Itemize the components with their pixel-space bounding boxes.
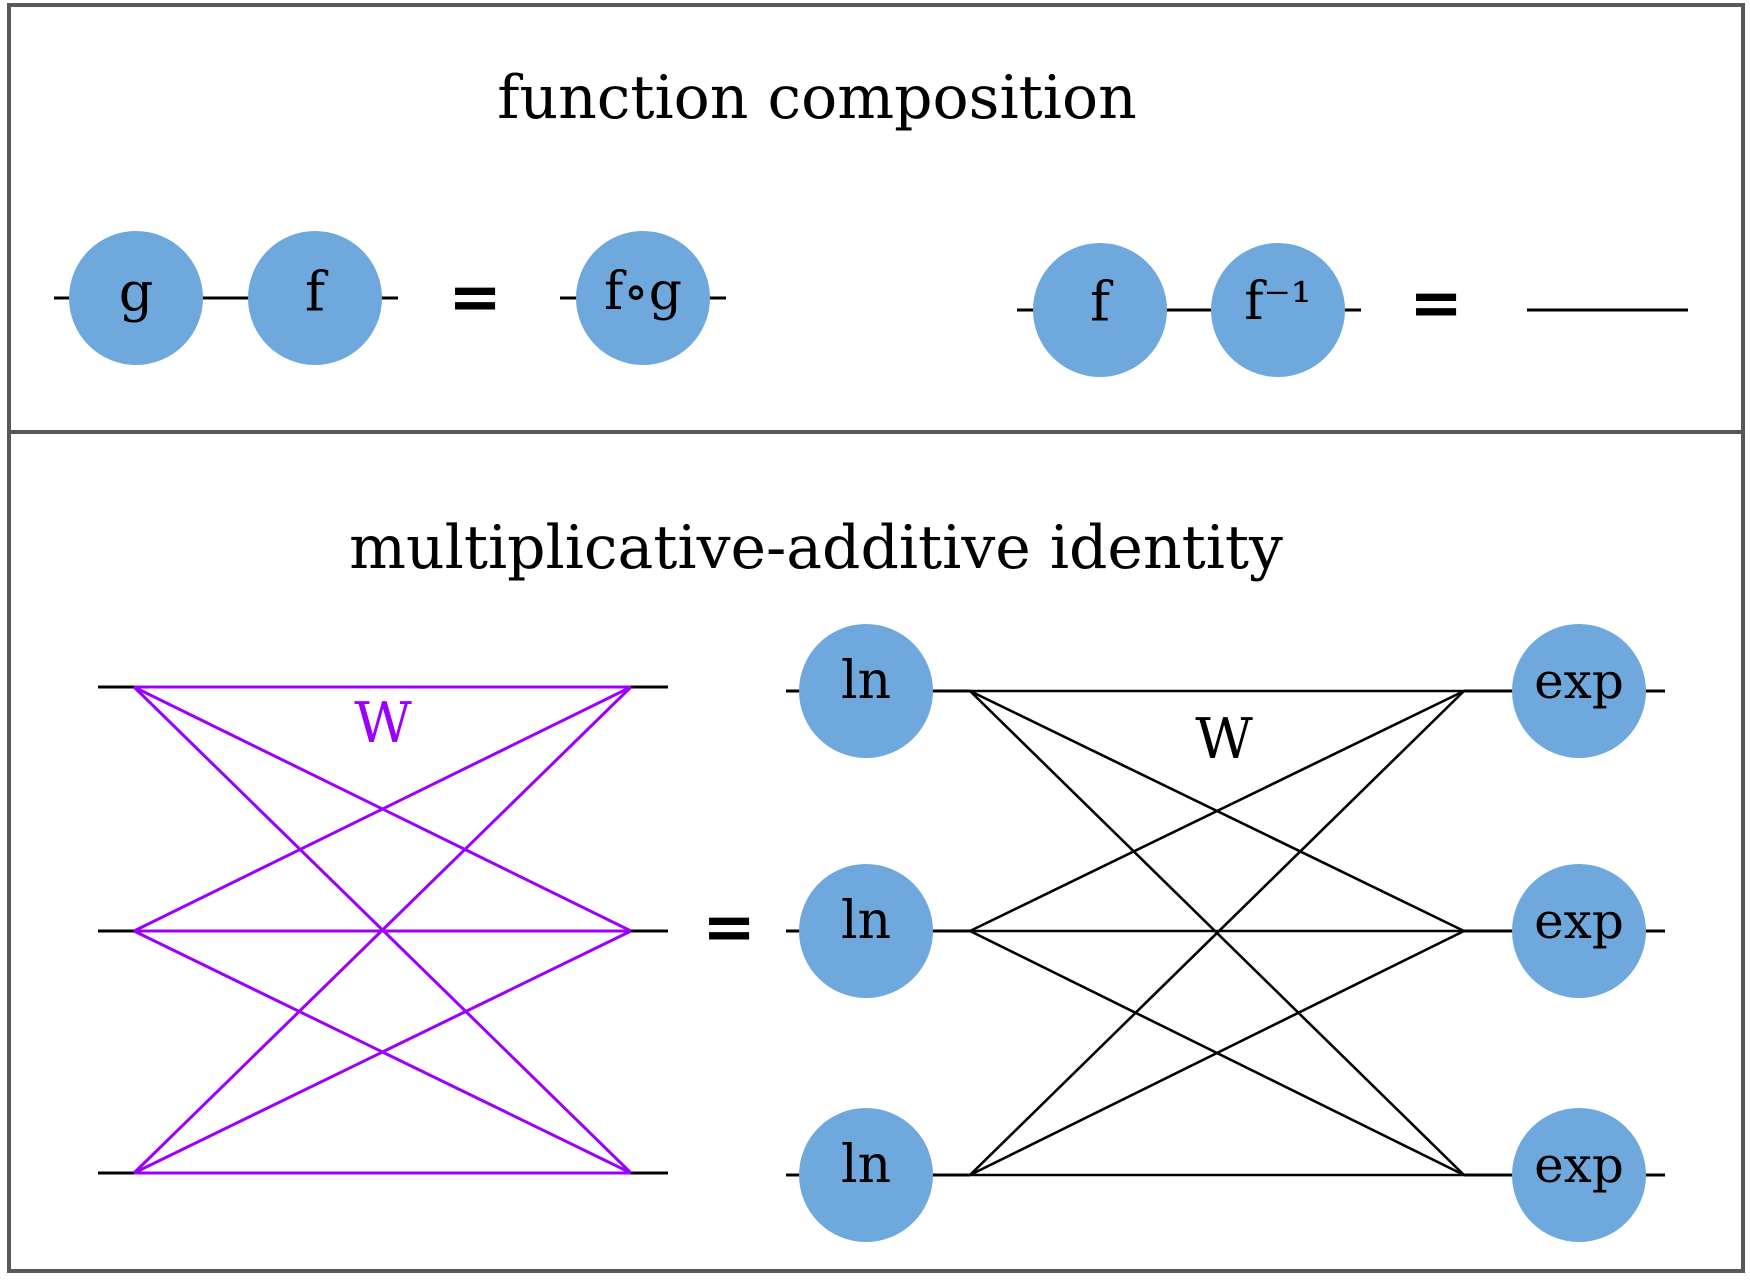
panel-title: function composition: [497, 63, 1136, 133]
node-ln: [799, 1108, 933, 1242]
node-g: [69, 231, 203, 365]
equals-sign: =: [448, 261, 502, 335]
exp-nodes: exp exp exp: [1512, 624, 1646, 1242]
outer-frame: [7, 3, 1745, 1273]
weight-edge: [969, 689, 1465, 933]
node-label: ln: [841, 1135, 891, 1195]
node-label: f⁻¹: [1244, 272, 1312, 332]
node-label: exp: [1534, 892, 1624, 950]
weight-edge: [133, 929, 632, 1175]
equals-sign: =: [702, 891, 756, 965]
node-f: [1033, 243, 1167, 377]
node-f-inverse: [1211, 243, 1345, 377]
node-label: exp: [1534, 652, 1624, 710]
panel-title: multiplicative-additive identity: [349, 513, 1283, 583]
inverse-lhs: f f⁻¹: [1017, 243, 1361, 377]
node-label: g: [119, 261, 154, 324]
composition-rhs: f∘g: [560, 231, 726, 365]
node-label: exp: [1534, 1136, 1624, 1194]
weight-label-purple: W: [354, 691, 412, 756]
node-label: ln: [841, 651, 891, 711]
node-ln: [799, 624, 933, 758]
node-ln: [799, 864, 933, 998]
weight-edge: [969, 929, 1465, 1177]
weight-edge: [133, 685, 632, 933]
node-label: f∘g: [604, 262, 682, 322]
node-label: ln: [841, 891, 891, 951]
weight-edge: [969, 690, 1465, 1176]
panel-function-composition: function composition g f = f∘g f f⁻¹ =: [54, 63, 1688, 377]
weight-edge: [132, 685, 633, 1175]
ln-nodes: ln ln ln: [799, 624, 933, 1242]
equals-sign: =: [1409, 267, 1463, 341]
composition-lhs: g f: [54, 231, 398, 365]
node-exp: [1512, 624, 1646, 758]
node-f-compose-g: [576, 231, 710, 365]
purple-weight-network: [98, 685, 668, 1175]
node-f: [248, 231, 382, 365]
panel-multiplicative-additive-identity: multiplicative-additive identity W = W l…: [98, 513, 1665, 1242]
weight-label-black: W: [1195, 707, 1253, 772]
node-exp: [1512, 864, 1646, 998]
node-exp: [1512, 1108, 1646, 1242]
